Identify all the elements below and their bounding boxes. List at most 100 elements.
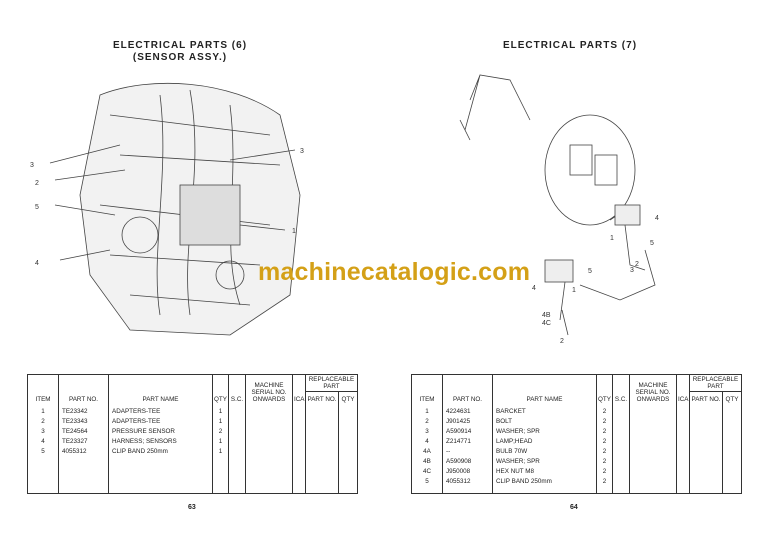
cell-empty [228, 436, 246, 447]
cell-part-no: 4055312 [442, 476, 493, 487]
cell-part-name: CLIP BAND 250mm [108, 446, 213, 457]
cell-part-no: TE23327 [58, 436, 109, 447]
cell-item: 5 [411, 476, 443, 487]
cell-empty [612, 416, 630, 427]
cell-empty [722, 416, 742, 427]
cell-item: 2 [27, 416, 59, 427]
cell-item: 4B [411, 456, 443, 467]
cell-empty [612, 426, 630, 437]
cell-empty [689, 446, 723, 457]
cell-empty [338, 456, 358, 494]
cell-empty [629, 426, 677, 437]
cell-empty [338, 426, 358, 437]
cell-part-name: PRESSURE SENSOR [108, 426, 213, 437]
cell-empty [629, 456, 677, 467]
cell-empty [338, 436, 358, 447]
cell-empty [676, 466, 690, 477]
cell-empty [612, 403, 630, 417]
cell-item: 4A [411, 446, 443, 457]
cell-item: 4 [27, 436, 59, 447]
cell-empty [292, 456, 306, 494]
cell-empty [338, 403, 358, 417]
cell-empty [212, 456, 229, 494]
cell-qty: 2 [596, 476, 613, 487]
cell-empty [629, 476, 677, 487]
cell-empty [689, 426, 723, 437]
col-rep-part-no: PART NO. [305, 391, 339, 404]
cell-item: 3 [411, 426, 443, 437]
cell-qty: 1 [212, 416, 229, 427]
cell-qty: 1 [212, 436, 229, 447]
callout-3b: 3 [30, 162, 34, 169]
callout-4B: 4B [542, 312, 551, 319]
col-qty: QTY [596, 374, 613, 404]
col-part-no: PART NO. [442, 374, 493, 404]
col-item: ITEM [411, 374, 443, 404]
cell-empty [629, 446, 677, 457]
cell-empty [228, 446, 246, 457]
cell-part-name: BOLT [492, 416, 597, 427]
cell-empty [245, 456, 293, 494]
col-rep-part-no: PART NO. [689, 391, 723, 404]
cell-part-no: J950008 [442, 466, 493, 477]
cell-item: 4 [411, 436, 443, 447]
cell-empty [228, 416, 246, 427]
cell-empty [305, 416, 339, 427]
cell-empty [228, 426, 246, 437]
cell-qty: 1 [212, 403, 229, 417]
watermark: machinecatalogic.com [258, 258, 531, 286]
cell-qty: 2 [596, 436, 613, 447]
cell-part-no: A590914 [442, 426, 493, 437]
cell-empty [228, 403, 246, 417]
col-machine-serial: MACHINE SERIAL NO. ONWARDS [629, 374, 677, 404]
title-line: ELECTRICAL PARTS (6) [112, 40, 248, 51]
cell-empty [596, 486, 613, 494]
cell-empty [689, 403, 723, 417]
cell-empty [689, 486, 723, 494]
cell-part-name: ADAPTERS-TEE [108, 403, 213, 417]
callout-5b: 5 [588, 268, 592, 275]
cell-qty: 2 [596, 466, 613, 477]
col-part-name: PART NAME [108, 374, 213, 404]
col-ica: ICA [676, 374, 690, 404]
cell-item: 4C [411, 466, 443, 477]
cell-empty [245, 416, 293, 427]
cell-empty [689, 416, 723, 427]
cell-empty [305, 436, 339, 447]
cell-empty [305, 456, 339, 494]
callout-3: 3 [300, 148, 304, 155]
callout-4: 4 [35, 260, 39, 267]
col-item: ITEM [27, 374, 59, 404]
right-page-title: ELECTRICAL PARTS (7) [502, 40, 638, 51]
callout-5: 5 [35, 204, 39, 211]
cell-qty: 2 [596, 456, 613, 467]
col-sc: S.C. [612, 374, 630, 404]
col-machine-serial: MACHINE SERIAL NO. ONWARDS [245, 374, 293, 404]
cell-empty [292, 416, 306, 427]
cell-empty [338, 416, 358, 427]
cell-empty [292, 403, 306, 417]
col-sc: S.C. [228, 374, 246, 404]
cell-empty [722, 486, 742, 494]
cell-empty [228, 456, 246, 494]
headlamp-drawing: 4 1 5 2 3 5 4 1 4B 4C 2 [459, 74, 659, 345]
cell-part-name: WASHER; SPR [492, 456, 597, 467]
cell-item: 1 [27, 403, 59, 417]
cell-empty [722, 426, 742, 437]
cell-qty: 2 [596, 426, 613, 437]
cell-empty [612, 466, 630, 477]
cell-empty [338, 446, 358, 457]
filler-row [27, 456, 358, 494]
cell-empty [108, 456, 213, 494]
callout-4C: 4C [542, 320, 551, 327]
col-replaceable: REPLACEABLE PART [689, 374, 742, 392]
cell-part-no: TE23342 [58, 403, 109, 417]
cell-empty [676, 403, 690, 417]
callout-3: 3 [630, 267, 634, 274]
cell-qty: 2 [212, 426, 229, 437]
